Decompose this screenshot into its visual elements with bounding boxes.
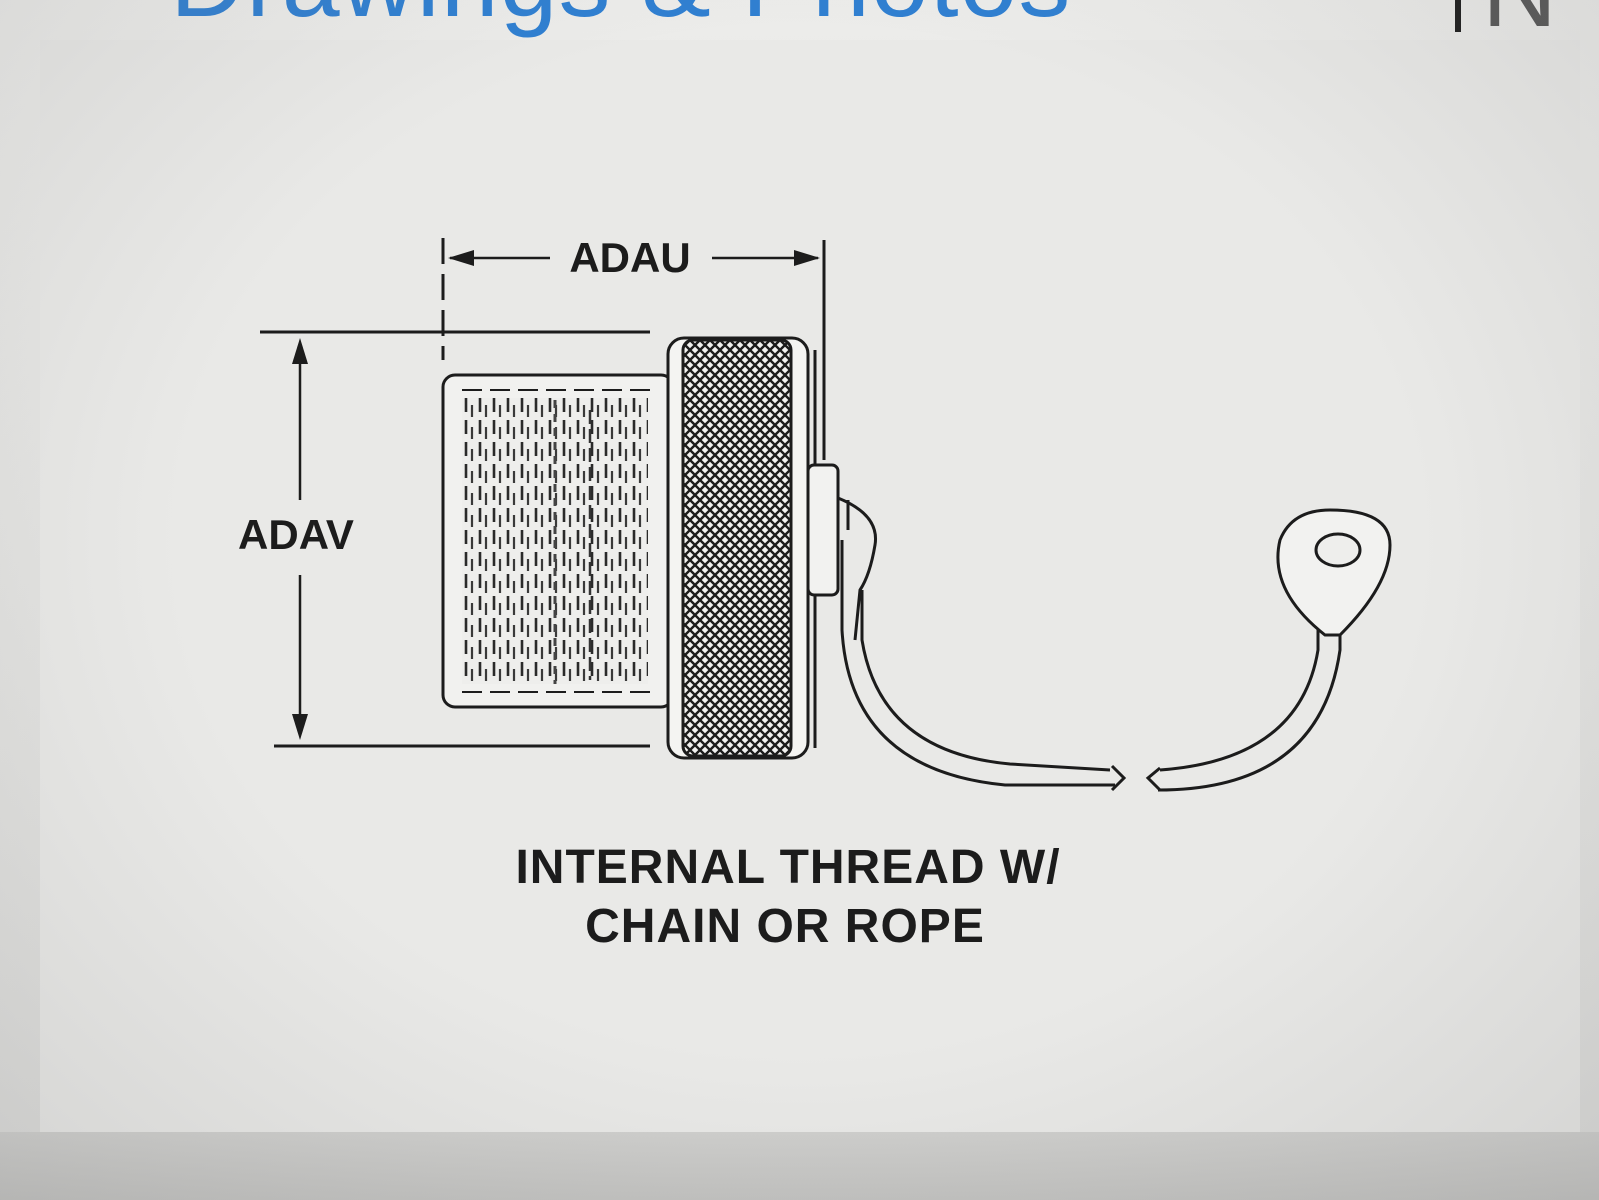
retaining-chain	[840, 540, 1342, 792]
caption-line-2: CHAIN OR ROPE	[585, 900, 985, 953]
dimension-height-label: ADAV	[238, 511, 354, 558]
dimension-height: ADAV	[238, 330, 650, 748]
drawing-caption: INTERNAL THREAD W/ CHAIN OR ROPE	[515, 841, 1060, 953]
dimension-width: ADAU	[441, 234, 826, 460]
threaded-body	[441, 373, 675, 709]
knurled-cap	[666, 336, 817, 760]
caption-line-1: INTERNAL THREAD W/	[515, 841, 1060, 894]
page-bottom-edge	[0, 1132, 1599, 1200]
eyelet-ring	[1276, 508, 1392, 637]
attachment-lug	[806, 463, 878, 641]
section-header-next[interactable]: N	[1482, 0, 1557, 51]
header-separator	[1455, 0, 1461, 32]
dimension-width-label: ADAU	[569, 234, 690, 281]
section-header-title[interactable]: Drawings & Photos	[170, 0, 1071, 41]
